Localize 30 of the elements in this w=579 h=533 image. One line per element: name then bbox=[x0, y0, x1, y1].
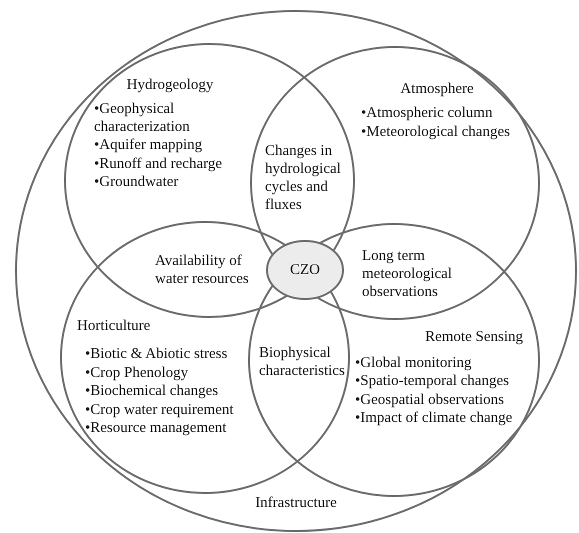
category-title: Remote Sensing bbox=[424, 328, 523, 346]
bullet-item: •Aquifer mapping bbox=[94, 136, 204, 154]
outer-circle bbox=[15, 10, 577, 532]
overlap-label: Changes in hydrological cycles and fluxes bbox=[265, 142, 342, 214]
bullet-item: •Biochemical changes bbox=[85, 382, 220, 400]
overlap-label: Availability of water resources bbox=[155, 252, 250, 288]
bullet-item: •Impact of climate change bbox=[355, 409, 514, 427]
overlap-label: Long term meteorological observations bbox=[362, 247, 453, 301]
bullet-item: •Biotic & Abiotic stress bbox=[85, 345, 228, 363]
category-title: Horticulture bbox=[77, 317, 152, 335]
venn-ellipse bbox=[64, 43, 355, 318]
bullet-item: •Crop water requirement bbox=[85, 401, 235, 419]
bullet-item: •Crop Phenology bbox=[85, 364, 190, 382]
bullet-item: •Resource management bbox=[85, 419, 228, 437]
bullet-item: •Meteorological changes bbox=[361, 123, 511, 141]
center-ellipse bbox=[266, 240, 344, 300]
bullet-item: •Spatio-temporal changes bbox=[355, 372, 510, 390]
venn-ellipse bbox=[250, 46, 540, 320]
category-title: Hydrogeology bbox=[126, 76, 214, 94]
bullet-item: •Global monitoring bbox=[355, 354, 472, 372]
bullet-item: •Runoff and recharge bbox=[94, 155, 223, 173]
center-label: CZO bbox=[289, 261, 321, 279]
venn-ellipse bbox=[248, 223, 540, 497]
bullet-item: •Groundwater bbox=[94, 173, 180, 191]
venn-ellipse bbox=[60, 221, 350, 494]
bullet-item: •Geophysical characterization bbox=[94, 100, 191, 136]
bullet-item: •Atmospheric column bbox=[361, 104, 494, 122]
bullet-item: •Geospatial observations bbox=[355, 391, 505, 409]
category-title: Atmosphere bbox=[399, 80, 475, 98]
category-title: Infrastructure bbox=[254, 494, 338, 512]
